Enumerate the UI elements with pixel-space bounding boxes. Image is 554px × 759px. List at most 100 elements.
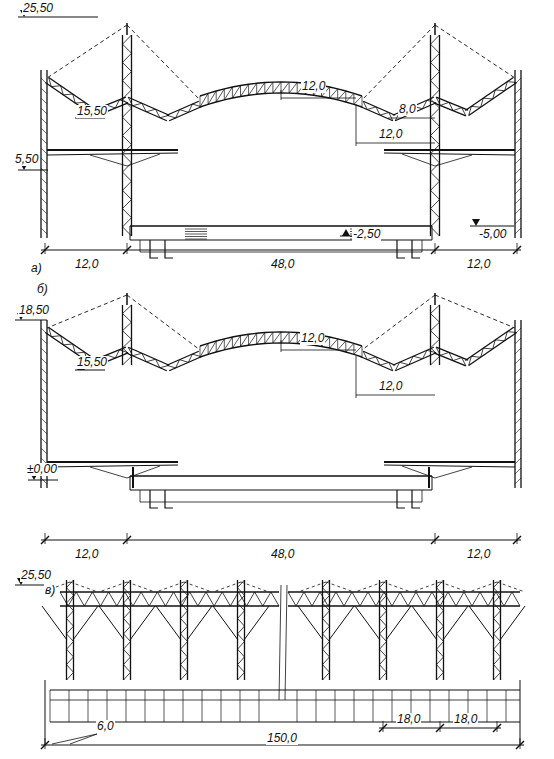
structure-line xyxy=(323,580,330,680)
structure-line xyxy=(88,690,89,722)
structure-line xyxy=(436,97,466,116)
structure-line xyxy=(515,388,521,394)
structure-line xyxy=(41,398,47,404)
structure-line xyxy=(431,536,439,544)
structure-line xyxy=(45,738,46,749)
structure-line xyxy=(384,461,515,463)
structure-line xyxy=(249,333,257,345)
structure-line xyxy=(440,721,441,732)
structure-line xyxy=(330,339,338,348)
structure-line xyxy=(469,606,494,640)
structure-line xyxy=(240,86,241,97)
structure-line xyxy=(126,23,128,35)
structure-line xyxy=(41,408,47,414)
structure-line xyxy=(224,89,225,100)
structure-line xyxy=(41,148,47,154)
structure-line xyxy=(515,398,521,404)
structure-line xyxy=(515,348,521,354)
structure-line xyxy=(338,91,346,100)
structure-line xyxy=(60,592,279,606)
structure-line xyxy=(200,346,201,357)
dimension-label: 25,50 xyxy=(20,569,52,582)
structure-line xyxy=(289,332,290,343)
structure xyxy=(15,10,525,749)
structure-line xyxy=(265,82,273,93)
structure-line xyxy=(185,234,207,235)
structure-line xyxy=(500,606,525,640)
structure-line xyxy=(520,320,521,488)
structure-line xyxy=(99,606,124,640)
structure-line xyxy=(128,347,169,365)
structure-line xyxy=(123,305,132,365)
structure-line xyxy=(18,170,48,171)
structure-line xyxy=(264,83,265,94)
structure-line xyxy=(70,734,97,744)
structure-line xyxy=(388,118,435,119)
structure-line xyxy=(202,690,203,722)
structure-line xyxy=(257,333,265,345)
structure-line xyxy=(41,198,47,204)
structure-line xyxy=(384,149,515,151)
cable-line xyxy=(298,582,326,592)
structure-line xyxy=(285,585,287,700)
structure-line xyxy=(67,580,74,680)
structure-line xyxy=(494,580,501,680)
cable-line xyxy=(362,295,435,350)
structure-line xyxy=(430,690,431,722)
structure-line xyxy=(520,738,521,749)
structure-line xyxy=(515,128,521,134)
structure-line xyxy=(150,240,158,258)
structure-line xyxy=(434,23,436,35)
structure-line xyxy=(208,93,209,104)
structure-line xyxy=(515,418,521,424)
structure-line xyxy=(244,606,269,640)
structure-line xyxy=(515,468,521,474)
structure-line xyxy=(345,91,346,102)
structure-line xyxy=(41,88,47,94)
structure-line xyxy=(126,690,127,722)
cable-line xyxy=(241,582,269,592)
structure-line xyxy=(298,606,323,640)
cable-line xyxy=(184,582,212,592)
structure-line xyxy=(380,580,387,680)
structure-line xyxy=(469,332,517,366)
structure-line xyxy=(40,70,41,238)
dimension-label: б) xyxy=(36,283,49,296)
structure-line xyxy=(259,690,260,722)
structure-line xyxy=(216,91,217,102)
structure-line xyxy=(487,690,488,722)
structure-line xyxy=(279,585,281,700)
dimension-label: 12,0 xyxy=(378,128,403,141)
dimension-label: 25,50 xyxy=(22,2,54,15)
structure-line xyxy=(281,332,289,343)
structure-line xyxy=(41,388,47,394)
structure-line xyxy=(449,690,450,722)
cable-line xyxy=(127,25,200,100)
structure-line xyxy=(140,490,422,502)
structure-line xyxy=(167,351,199,365)
structure-line xyxy=(240,336,241,347)
dimension-label: 8,0 xyxy=(398,103,417,116)
structure-line xyxy=(167,354,201,368)
structure-line xyxy=(265,332,273,343)
structure-line xyxy=(131,35,132,236)
structure-line xyxy=(18,17,98,18)
structure-line xyxy=(436,347,466,366)
structure-line xyxy=(41,338,47,344)
structure-line xyxy=(383,721,384,732)
structure-line xyxy=(356,104,357,146)
structure-line xyxy=(185,239,207,240)
structure-line xyxy=(297,333,298,344)
structure-line xyxy=(515,108,521,114)
structure-line xyxy=(249,83,257,95)
dimension-label: 12,0 xyxy=(466,258,491,271)
structure-line xyxy=(241,84,249,96)
structure-line xyxy=(281,350,356,351)
structure-line xyxy=(335,690,336,722)
structure-line xyxy=(469,82,517,116)
structure-line xyxy=(200,96,201,107)
structure-line xyxy=(515,338,521,344)
structure-line xyxy=(355,606,380,640)
dimension-label: 12,0 xyxy=(301,80,326,93)
structure-line xyxy=(493,724,501,732)
